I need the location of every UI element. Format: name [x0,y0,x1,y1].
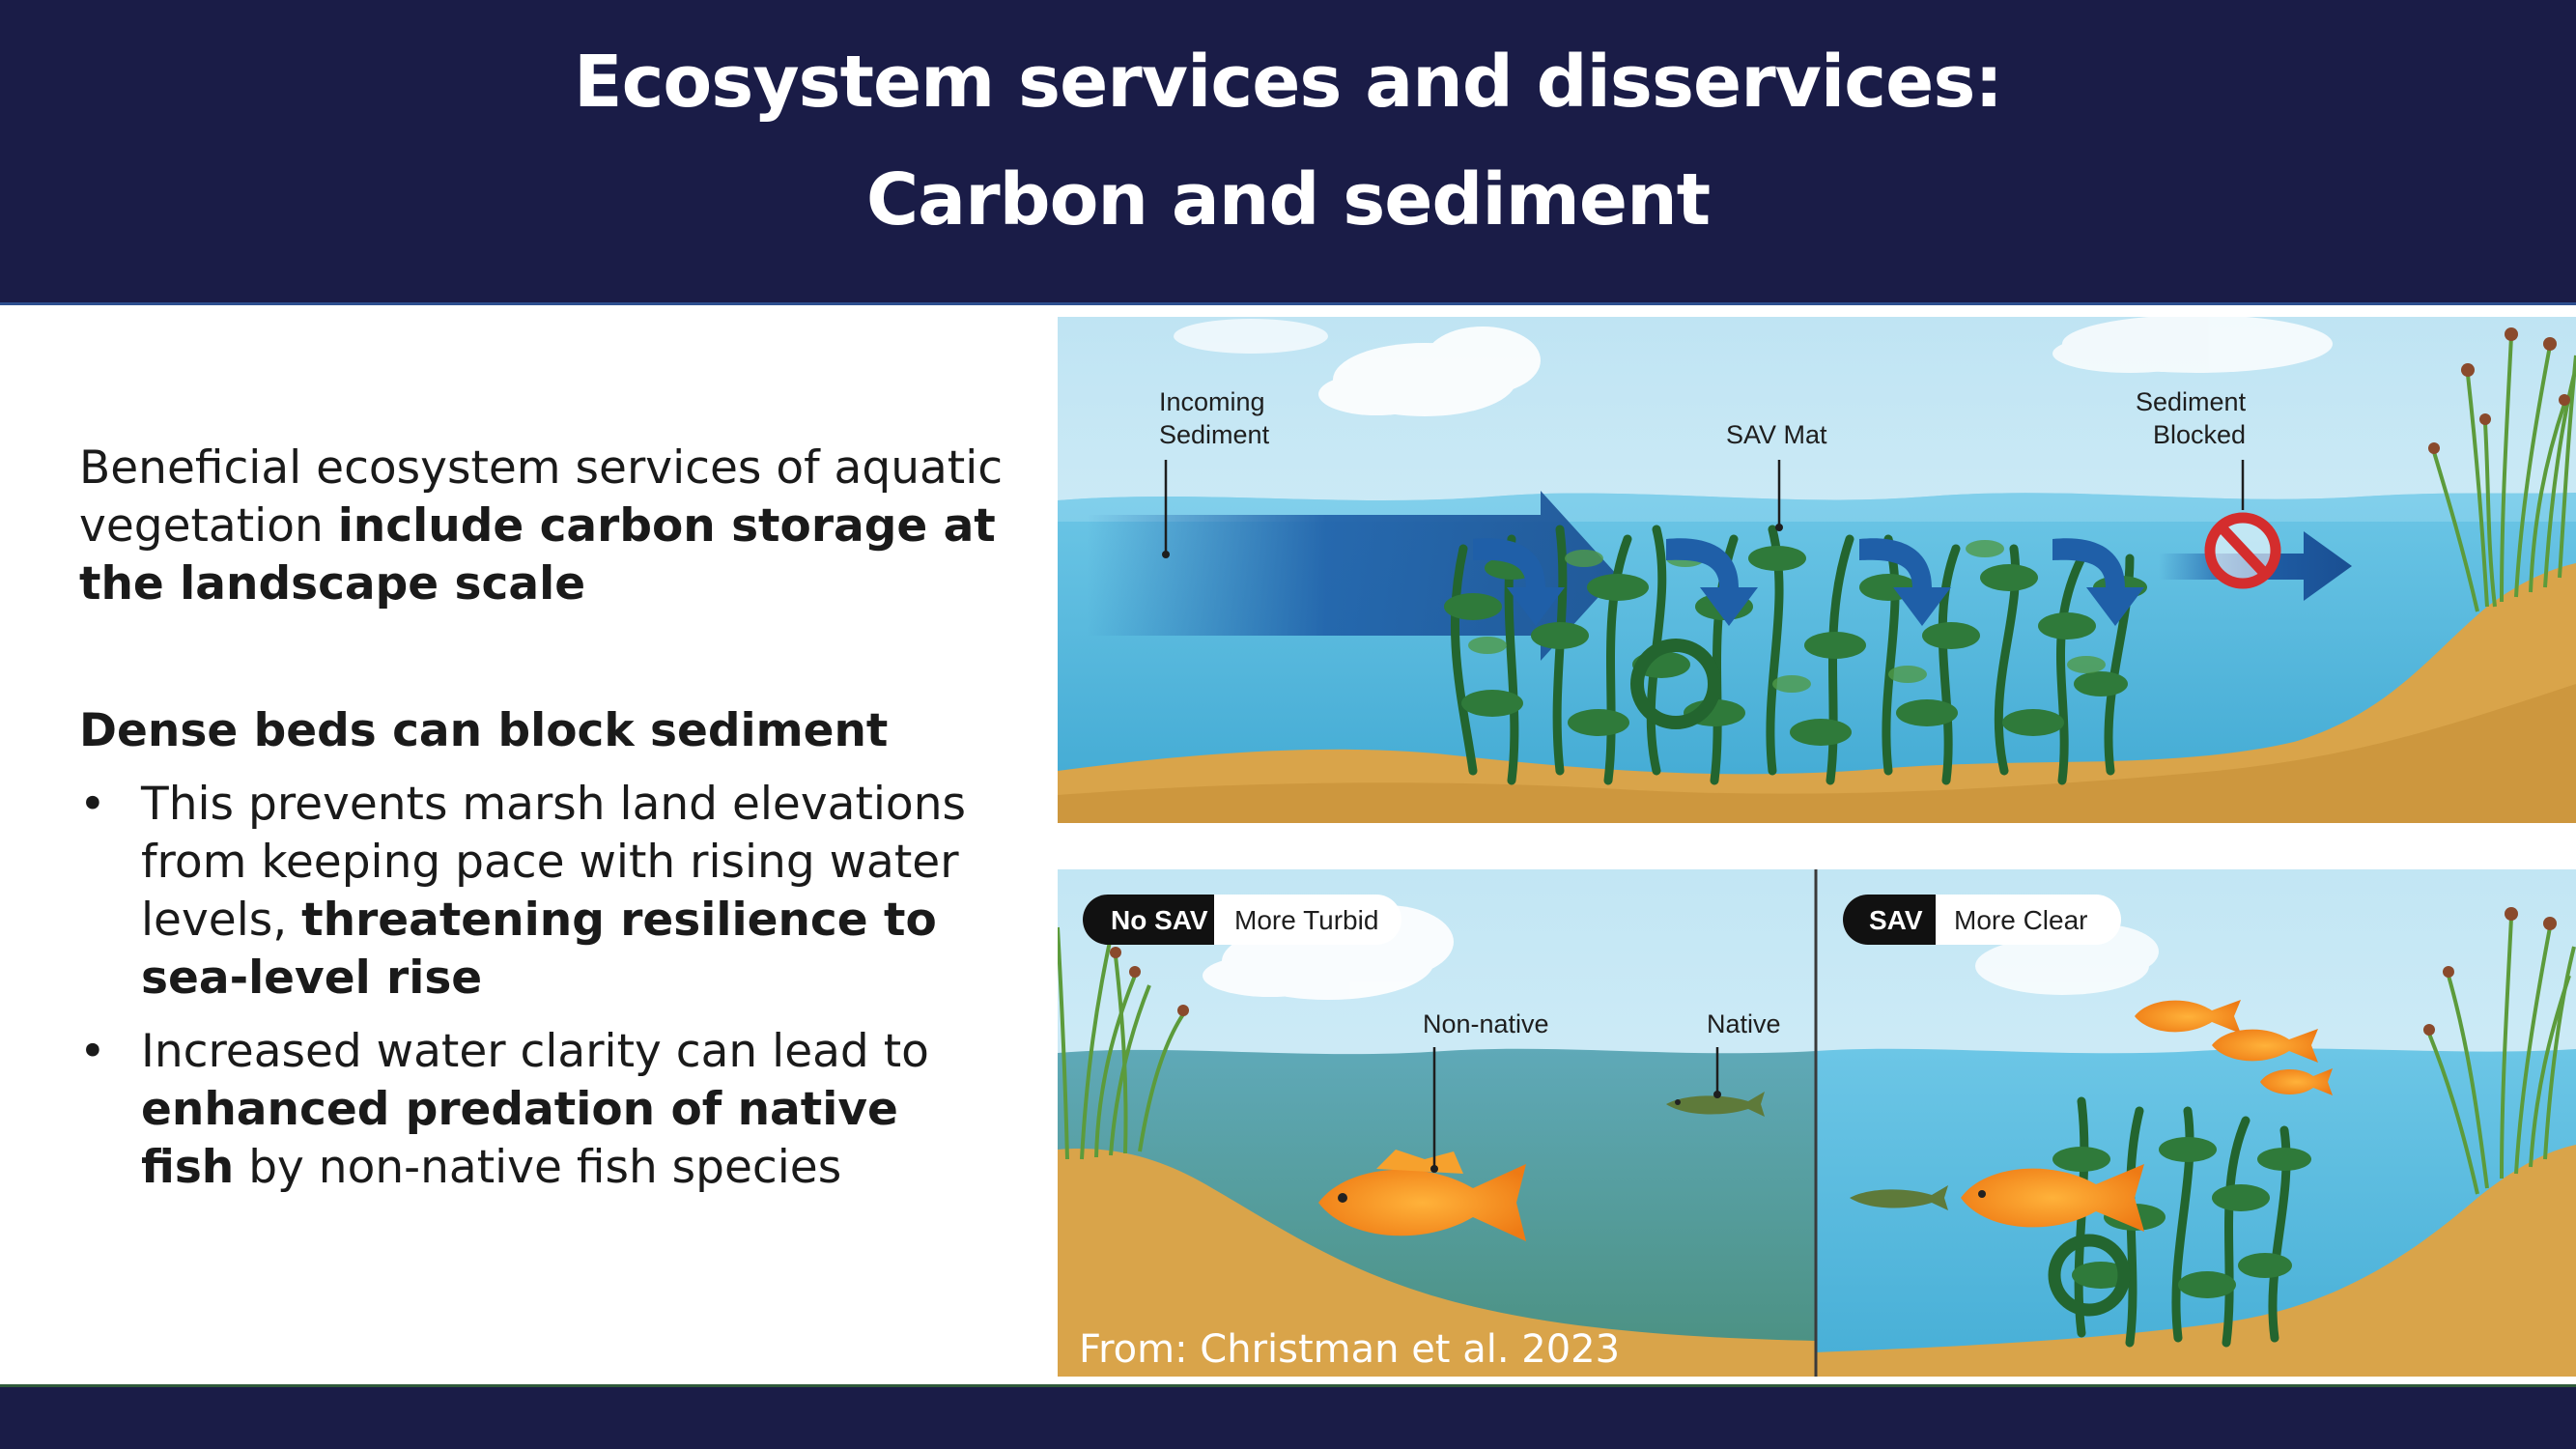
marsh-seedheads [2423,907,2557,1036]
non-native-fish [2260,1068,2333,1095]
bullet-predation-plain-end: by non-native fish species [234,1141,842,1194]
pill-sav: SAV More Clear [1843,895,2121,945]
pill-more-clear-label: More Clear [1954,905,2087,935]
clarity-diagram: Non-native Native No SAV More Turbid SAV… [1058,869,2576,1377]
callout-dot [1162,551,1170,558]
figure-credit: From: Christman et al. 2023 [1079,1327,1620,1372]
bullet-item-marsh: • This prevents marsh land elevations fro… [79,776,1006,1008]
bullet-marsh-plain: This prevents marsh land elevations from… [141,778,966,947]
sediment-bed-left [1058,1149,1816,1377]
pill-more-turbid-label: More Turbid [1234,905,1378,935]
native-fish [1666,1092,1765,1117]
paragraph-services-plain: Beneficial ecosystem services of aquatic… [79,441,1004,553]
label-incoming-line2: Sediment [1159,420,1270,449]
non-native-fish [1961,1164,2144,1232]
bullet-marsh-bold: threatening resilience to sea-level rise [141,894,937,1005]
label-native: Native [1707,1009,1781,1038]
callout-dot [1713,1091,1721,1098]
non-native-fish [2212,1029,2318,1063]
sediment-diagram-svg: Incoming Sediment SAV Mat Sediment Block… [1058,317,2576,823]
sediment-deposit-arrows [1473,538,2144,626]
non-native-fish [2135,1000,2241,1034]
sediment-diagram: Incoming Sediment SAV Mat Sediment Block… [1058,317,2576,823]
slide-footer [0,1384,2576,1449]
sediment-bed-right [1816,1145,2576,1377]
bullet-item-predation: • Increased water clarity can lead to enh… [79,1023,1006,1197]
label-incoming-line1: Incoming [1159,387,1265,416]
native-fish [1850,1185,1948,1210]
slide-title-line-1: Ecosystem services and disservices: [574,41,2003,124]
bullet-predation-bold: enhanced predation of native fish [141,1083,898,1194]
sav-curl [1630,639,1721,729]
cloud [1318,327,1541,416]
sediment-bed [1058,563,2576,823]
label-non-native: Non-native [1423,1009,1549,1038]
callout-dot [1775,524,1783,531]
bullet-dot: • [79,1025,106,1078]
marsh-grass [2427,917,2576,1195]
clarity-diagram-svg: Non-native Native No SAV More Turbid SAV… [1058,869,2576,1377]
heading-dense-beds: Dense beds can block sediment [79,704,889,757]
water-surface [1058,493,2576,522]
non-native-fish [1318,1150,1526,1241]
callout-dot [1430,1165,1438,1173]
blocked-icon [2204,512,2281,589]
bullet-dot: • [79,778,106,831]
paragraph-services: Beneficial ecosystem services of aquatic… [79,440,1006,613]
pill-no-sav-label: No SAV [1111,905,1208,935]
marsh-seedheads [2428,327,2570,454]
sediment-shadow [1058,684,2576,823]
body-text: Beneficial ecosystem services of aquatic… [79,440,1006,1212]
cloud [1174,319,1328,354]
sav-curl [2048,1234,2131,1317]
slide-header: Ecosystem services and disservices: Carb… [0,0,2576,305]
label-sav-mat: SAV Mat [1726,420,1827,449]
pill-no-sav: No SAV More Turbid [1083,895,1401,945]
pill-sav-label: SAV [1869,905,1923,935]
bullet-list: • This prevents marsh land elevations fro… [79,776,1006,1197]
slide-title-line-2: Carbon and sediment [865,158,1711,242]
marsh-grass [1058,926,1185,1160]
bullet-predation-plain-start: Increased water clarity can lead to [141,1025,929,1078]
label-blocked-line1: Sediment [2136,387,2247,416]
label-blocked-line2: Blocked [2153,420,2246,449]
cloud [2052,317,2333,373]
paragraph-services-bold: include carbon storage at the landscape … [79,499,996,611]
